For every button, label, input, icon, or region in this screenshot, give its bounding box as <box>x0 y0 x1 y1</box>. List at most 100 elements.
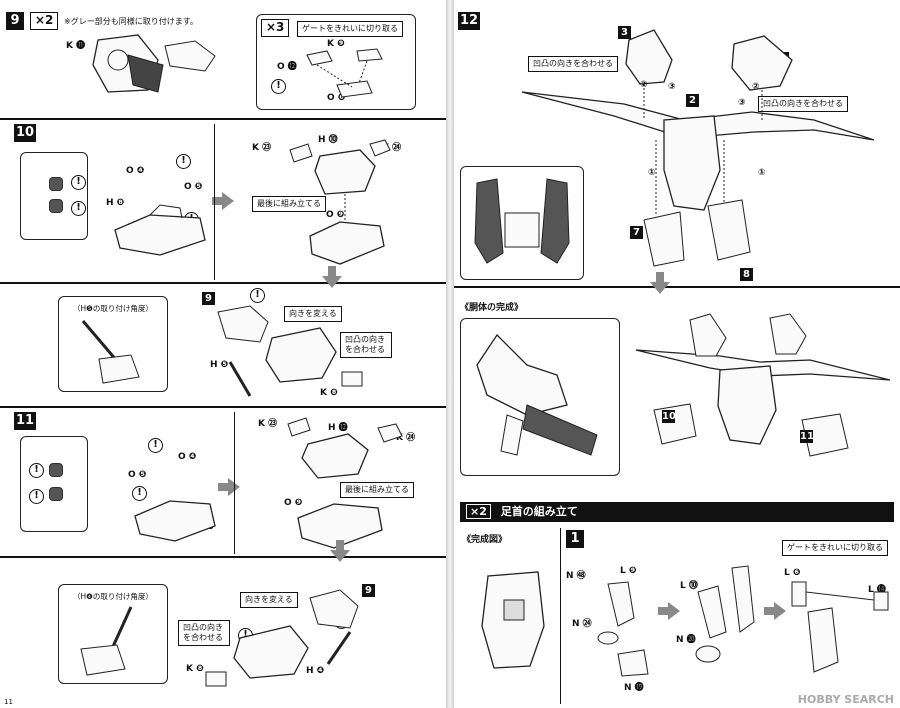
part-k8-label: K ❽ <box>320 388 338 398</box>
step-12-number: 12 <box>458 12 481 30</box>
divider <box>454 286 900 288</box>
page-number: 11 <box>4 698 13 706</box>
warning-icon: ! <box>176 154 191 169</box>
circle-1-marker: ① <box>648 168 656 178</box>
part-k8-label: K ❽ <box>186 664 204 674</box>
change-direction-callout: 向きを変える <box>240 592 298 608</box>
circle-3-marker: ③ <box>668 82 676 92</box>
ankle-complete-illustration <box>481 571 545 669</box>
assemble-last-callout: 最後に組み立てる <box>340 482 414 498</box>
part-l10-label: L ⓾ <box>680 581 698 591</box>
h4-angle-box: （H❹の取り付け角度） <box>58 584 168 684</box>
circle-1-marker: ① <box>758 168 766 178</box>
flow-arrow-icon <box>764 602 786 620</box>
torso-assembly-illustration <box>635 313 891 457</box>
part-h4-label: H ❹ <box>306 666 325 676</box>
part-shape <box>49 463 63 477</box>
divider <box>0 556 446 558</box>
detail-illustration <box>474 178 570 264</box>
step-9-quantity: ×2 <box>30 12 59 30</box>
ankle-step-1-illustration <box>597 581 649 677</box>
assemble-last-callout: 最後に組み立てる <box>252 196 326 212</box>
divider <box>560 528 561 704</box>
sub-step-7-badge: 7 <box>630 226 643 239</box>
part-o9-label: O ❾ <box>326 210 345 220</box>
part-h8-label: H ❽ <box>106 198 125 208</box>
warning-icon: ! <box>29 489 44 504</box>
divider <box>234 412 235 554</box>
part-l9-label: L ❾ <box>620 566 637 576</box>
h4-angle-illustration <box>80 606 133 676</box>
part-k9-label: K ❾ <box>327 39 345 49</box>
part-h12-label: H ⓬ <box>328 423 348 433</box>
divider <box>0 406 446 408</box>
step-11-final-illustration <box>287 417 403 549</box>
step-12-detail-box <box>460 166 584 280</box>
sub-step-3-badge: 3 <box>618 26 631 39</box>
ankle-assembly-title: 足首の組み立て <box>500 505 578 518</box>
ankle-assembly-header: ×2 足首の組み立て <box>460 502 894 522</box>
book-gutter <box>446 0 454 708</box>
h4-angle-label: （H❹の取り付け角度） <box>73 592 153 601</box>
ankle-step-3-illustration <box>791 581 889 673</box>
step-10-number: 10 <box>14 124 37 142</box>
warning-icon: ! <box>71 175 86 190</box>
part-o6-label: O ❻ <box>327 93 346 103</box>
part-k24-label: K ㉔ <box>396 433 416 443</box>
divider <box>0 118 446 120</box>
notch-align-callout-right: 凹凸の向きを合わせる <box>758 96 848 112</box>
step-10b-assembly-illustration <box>217 305 363 397</box>
notch-align-callout: 凹凸の向きを合わせる <box>178 620 230 646</box>
part-o5-label: O ❺ <box>128 470 147 480</box>
sub-step-2-badge: 2 <box>686 94 699 107</box>
part-k11-label: K ⓫ <box>66 41 86 51</box>
part-k24-label: K ㉔ <box>382 143 402 153</box>
part-o4-label: O ❹ <box>126 166 145 176</box>
sub-step-11-badge: 11 <box>800 430 814 443</box>
part-o9-label: O ❾ <box>284 498 303 508</box>
sub-step-8-badge: 8 <box>740 268 753 281</box>
torso-complete-box <box>460 318 620 476</box>
h5-angle-box: （H❺の取り付け角度） <box>58 296 168 392</box>
step-10-final-illustration <box>289 139 391 265</box>
step-11-detail-box: ! ! <box>20 436 88 532</box>
part-l6-label: L ❻ <box>784 568 801 578</box>
step-9-sub-quantity: ×3 <box>261 19 290 37</box>
step-9-assembly-illustration <box>92 34 164 93</box>
sub-step-9-badge: 9 <box>202 292 215 305</box>
part-o5-label: O ❺ <box>184 182 203 192</box>
flow-arrow-down-icon <box>650 272 670 294</box>
step-10-detail-box: ! ! <box>20 152 88 240</box>
circle-2-marker: ② <box>640 80 648 90</box>
part-h10-label: H ⓾ <box>318 135 338 145</box>
part-h5-label: H ❺ <box>210 360 229 370</box>
flow-arrow-down-icon <box>330 540 350 562</box>
torso-complete-illustration <box>476 333 598 456</box>
h5-angle-label: （H❺の取り付け角度） <box>73 304 153 313</box>
part-n19-label: N ⓳ <box>624 683 644 693</box>
torso-complete-label: 《胴体の完成》 <box>460 303 524 313</box>
step-10-hull-illustration <box>114 204 206 256</box>
part-o4-label: O ❹ <box>178 452 197 462</box>
part-shape <box>49 177 63 191</box>
sub-step-9-badge: 9 <box>362 584 375 597</box>
right-page: 12 3 4 2 7 8 凹凸の向きを合わせる 凹凸の向きを合わせる ② ② ③… <box>454 0 900 708</box>
part-n48-label: N ㊽ <box>566 571 586 581</box>
gate-trim-callout: ゲートをきれいに切り取る <box>782 540 888 556</box>
hobby-search-watermark: HOBBY SEARCH <box>797 693 894 706</box>
change-direction-callout: 向きを変える <box>284 306 342 322</box>
flow-arrow-icon <box>658 602 680 620</box>
ankle-quantity: ×2 <box>466 504 491 519</box>
circle-2-marker: ② <box>752 82 760 92</box>
ankle-step-1-number: 1 <box>566 530 584 548</box>
divider <box>0 282 446 284</box>
warning-icon: ! <box>250 288 265 303</box>
notch-align-callout-left: 凹凸の向きを合わせる <box>528 56 618 72</box>
part-k23-label: K ㉓ <box>252 143 272 153</box>
part-o12-label: O ⓬ <box>277 62 297 72</box>
warning-icon: ! <box>29 463 44 478</box>
warning-icon: ! <box>148 438 163 453</box>
part-n20-label: N ⓴ <box>676 635 696 645</box>
notch-align-callout: 凹凸の向きを合わせる <box>340 332 392 358</box>
step-11-number: 11 <box>14 412 37 430</box>
